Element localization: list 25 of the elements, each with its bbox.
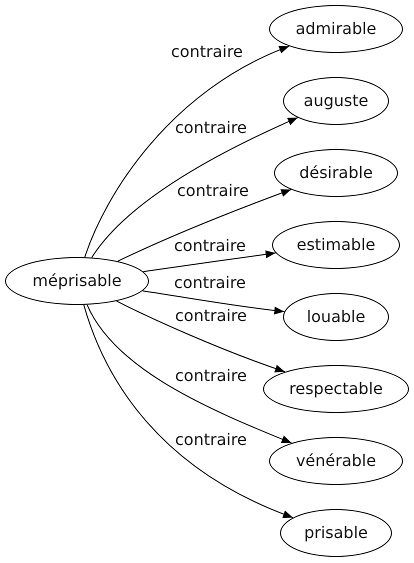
arrow — [117, 189, 292, 262]
edge-label: contraire — [174, 120, 248, 136]
arrow — [84, 46, 290, 258]
arrow — [83, 304, 294, 518]
arrow — [142, 290, 285, 314]
term-ellipse: admirable — [269, 5, 403, 53]
term-ellipse: vénérable — [269, 437, 403, 485]
term-ellipse: respectable — [263, 365, 409, 413]
edge-label: contraire — [174, 308, 248, 324]
edge-label: contraire — [174, 368, 248, 384]
edge-label: contraire — [173, 238, 247, 254]
edge-label: contraire — [173, 275, 247, 291]
arrow — [116, 300, 286, 372]
arrow — [142, 250, 276, 272]
term-ellipse: désirable — [274, 149, 398, 197]
term-ellipse: méprisable — [5, 257, 149, 305]
term-ellipse: louable — [283, 293, 389, 341]
term-ellipse: prisable — [280, 509, 392, 557]
arrow — [91, 117, 298, 258]
term-ellipse: auguste — [283, 77, 389, 125]
arrow — [86, 304, 292, 444]
term-ellipse: estimable — [272, 221, 400, 269]
edge-label: contraire — [170, 44, 244, 60]
edge-label: contraire — [176, 183, 250, 199]
edge-label: contraire — [174, 432, 248, 448]
